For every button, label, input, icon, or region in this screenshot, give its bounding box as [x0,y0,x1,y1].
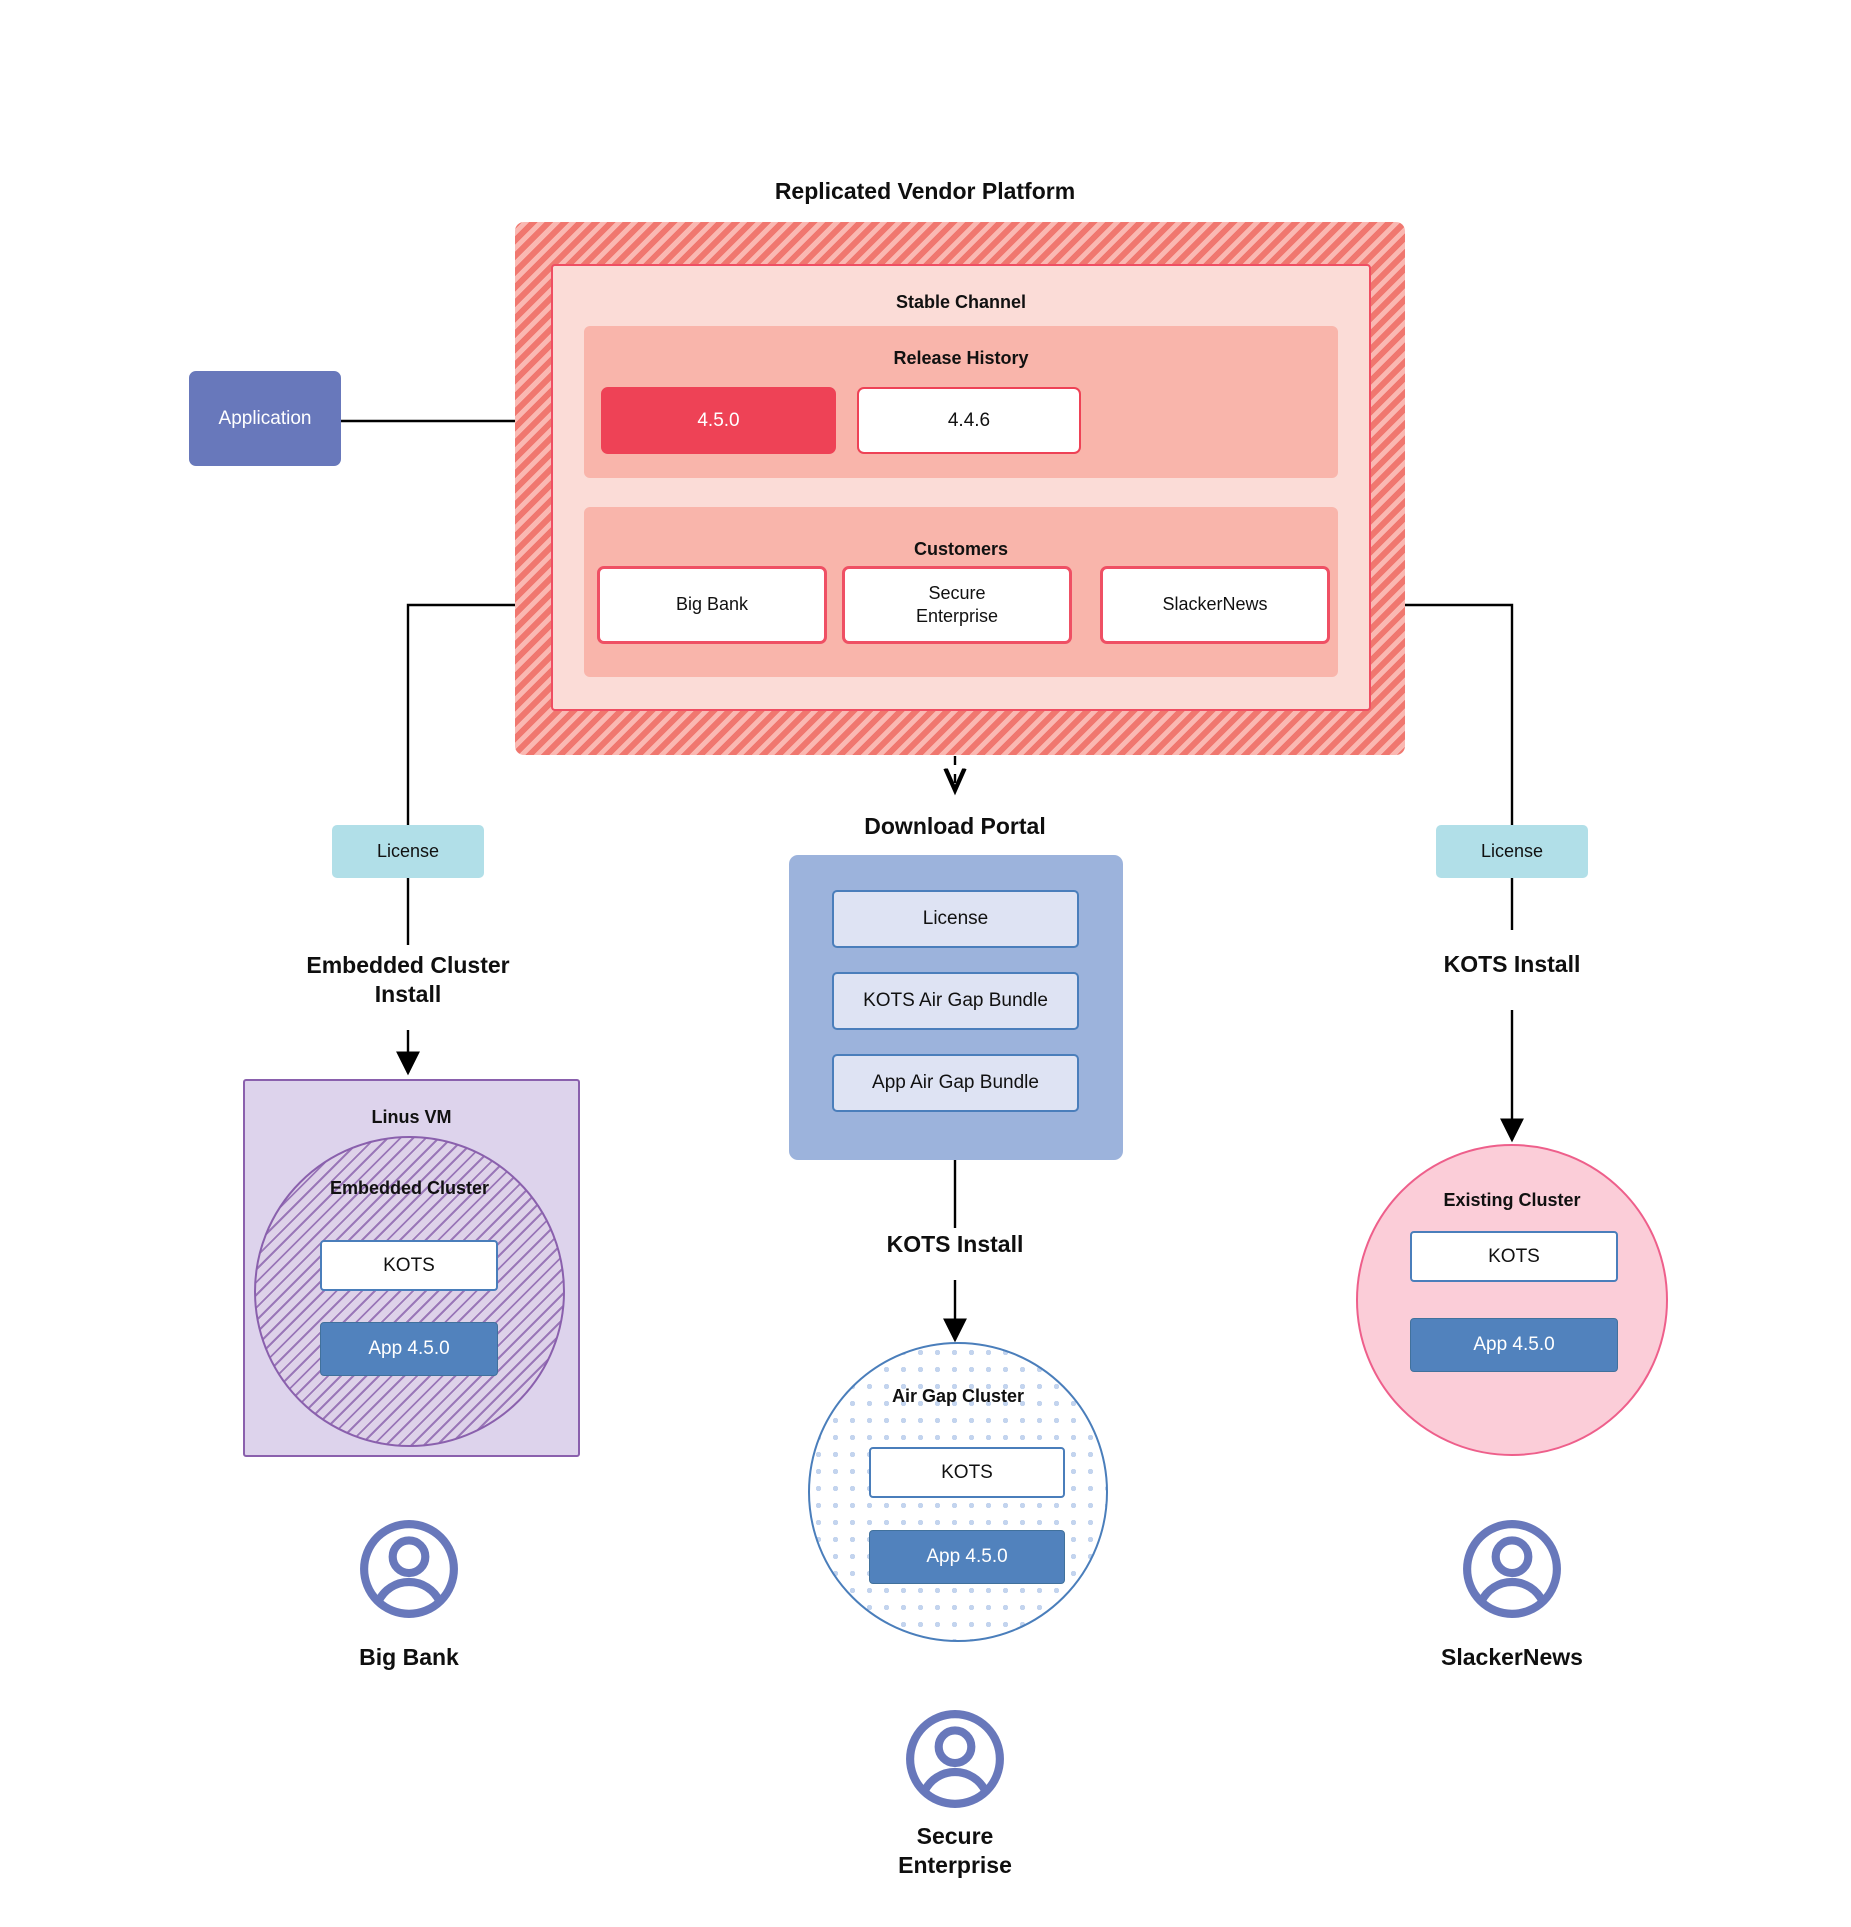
portal-item-kots-air-gap-bundle[interactable]: KOTS Air Gap Bundle [832,972,1079,1030]
application-box[interactable]: Application [189,371,341,466]
release-history-label: Release History [893,347,1029,368]
kots-install-label-middle: KOTS Install [886,1230,1024,1257]
customers-label: Customers [913,538,1009,559]
avatar-secure-enterprise [904,1708,1006,1810]
kots-box-airgap[interactable]: KOTS [869,1447,1065,1498]
kots-box-embedded[interactable]: KOTS [320,1240,498,1291]
user-avatar-icon [1463,1520,1561,1618]
license-chip-right[interactable]: License [1436,825,1588,878]
embedded-cluster-circle: Embedded Cluster [254,1136,565,1447]
user-avatar-icon [360,1520,458,1618]
embedded-cluster-install-label: Embedded Cluster Install [306,951,510,1007]
kots-box-existing[interactable]: KOTS [1410,1231,1618,1282]
existing-cluster-label: Existing Cluster [1443,1189,1581,1210]
existing-cluster-circle: Existing Cluster [1356,1144,1668,1456]
linux-vm-label: Linus VM [371,1106,452,1127]
app-box-airgap[interactable]: App 4.5.0 [869,1530,1065,1584]
release-4-5-0[interactable]: 4.5.0 [601,387,836,454]
avatar-label-slackernews: SlackerNews [1441,1644,1583,1671]
air-gap-cluster-label: Air Gap Cluster [891,1385,1025,1406]
download-portal-title: Download Portal [864,812,1046,839]
avatar-slackernews [1461,1518,1563,1620]
avatar-big-bank [358,1518,460,1620]
stable-channel-label: Stable Channel [895,291,1027,312]
release-4-4-6[interactable]: 4.4.6 [857,387,1081,454]
customer-box-slackernews[interactable]: SlackerNews [1100,566,1330,644]
avatar-label-secure-enterprise: Secure Enterprise [898,1823,1012,1879]
customer-box-secure-enterprise[interactable]: Secure Enterprise [842,566,1072,644]
kots-install-label-right: KOTS Install [1443,950,1581,977]
page-title: Replicated Vendor Platform [774,177,1076,204]
portal-item-app-air-gap-bundle[interactable]: App Air Gap Bundle [832,1054,1079,1112]
license-chip-left[interactable]: License [332,825,484,878]
user-avatar-icon [906,1710,1004,1808]
customer-box-big-bank[interactable]: Big Bank [597,566,827,644]
embedded-cluster-label: Embedded Cluster [329,1177,490,1198]
app-box-embedded[interactable]: App 4.5.0 [320,1322,498,1376]
portal-item-license[interactable]: License [832,890,1079,948]
app-box-existing[interactable]: App 4.5.0 [1410,1318,1618,1372]
avatar-label-big-bank: Big Bank [359,1644,459,1671]
